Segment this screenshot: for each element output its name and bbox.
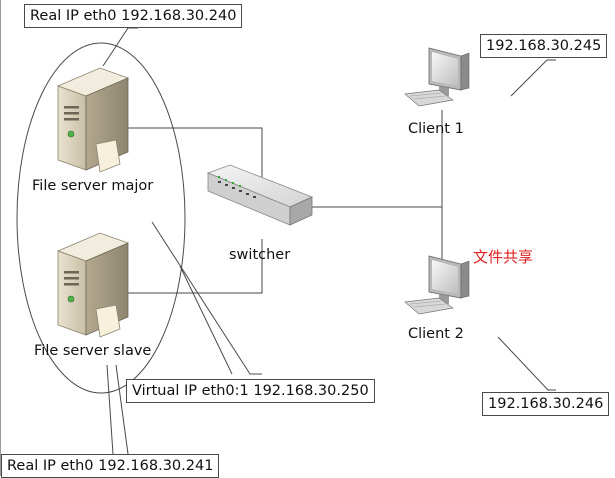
client1-computer-icon — [404, 47, 470, 107]
file-sharing-annotation: 文件共享 — [473, 248, 534, 266]
link-slave-switch — [100, 239, 263, 294]
client2-ip-callout: 192.168.30.246 — [482, 392, 610, 416]
network-links — [100, 27, 556, 455]
virtual-ip-callout: Virtual IP eth0:1 192.168.30.250 — [126, 379, 375, 403]
switch-icon — [206, 164, 314, 226]
leader-real-ip-slave-b — [115, 364, 129, 455]
real-ip-major-callout: Real IP eth0 192.168.30.240 — [24, 4, 243, 28]
client1-label: Client 1 — [408, 121, 464, 137]
leader-virtual-ip-a — [151, 221, 262, 375]
leader-client1-ip — [510, 59, 556, 97]
link-major-switch — [100, 127, 263, 177]
leader-real-ip-slave-a — [106, 364, 114, 455]
client1-ip-callout: 192.168.30.245 — [480, 34, 608, 58]
server-major-label: File server major — [32, 178, 154, 194]
client2-computer-icon — [404, 255, 470, 315]
server-major-icon — [56, 67, 130, 173]
server-slave-label: File server slave — [34, 343, 152, 359]
leader-virtual-ip-b — [179, 265, 233, 375]
leader-client2-ip — [497, 336, 556, 391]
leader-real-ip-major — [102, 27, 138, 67]
real-ip-slave-callout: Real IP eth0 192.168.30.241 — [1, 454, 220, 478]
server-slave-icon — [56, 232, 130, 338]
switcher-label: switcher — [229, 247, 291, 263]
cluster-ellipse — [16, 42, 186, 394]
client2-label: Client 2 — [408, 326, 464, 342]
